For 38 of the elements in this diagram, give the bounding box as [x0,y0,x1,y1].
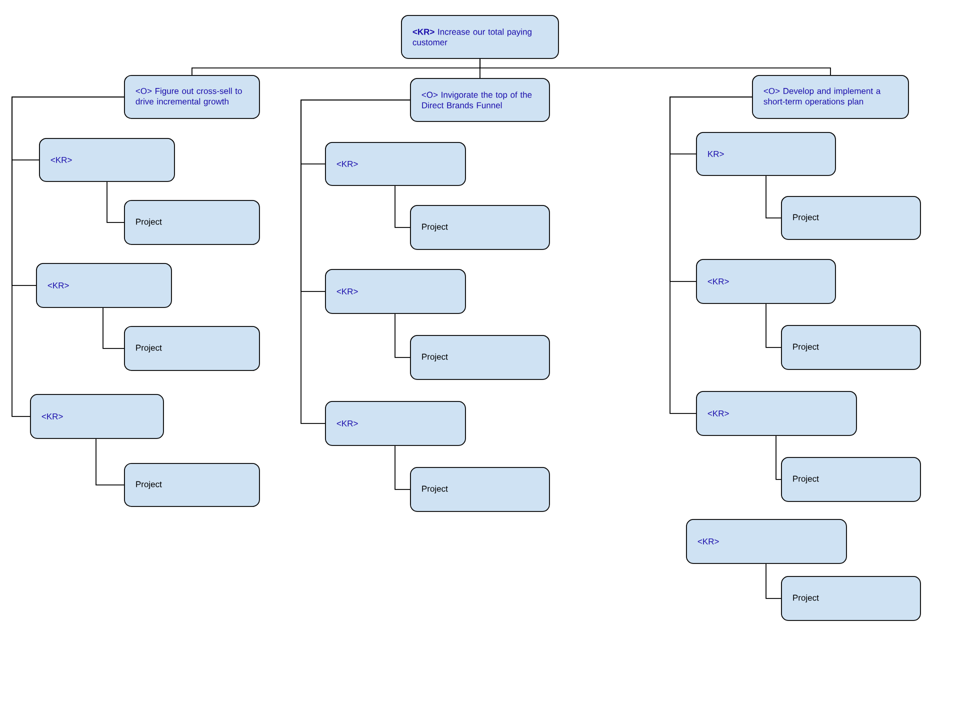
connector-line [394,313,410,358]
key-result-box: <KR> [696,259,836,304]
connector-line [480,58,831,76]
project-box: Project [781,457,921,502]
objective-box: <O> Figure out cross-sell to drive incremental growth [124,75,260,119]
key-result-box: <KR> [30,394,164,439]
key-result-box: <KR> [325,142,466,186]
key-result-box: <KR> [686,519,847,564]
key-result-box: <KR> [325,269,466,314]
project-box: Project [124,326,260,371]
project-box: Project [124,200,260,245]
project-box: Project [410,335,550,380]
connector-line [96,438,124,486]
key-result-box: <KR> [696,391,857,436]
connector-line [394,445,410,490]
key-result-box: KR> [696,132,836,176]
project-box: Project [781,576,921,621]
project-box: Project [410,205,550,250]
project-box: Project [124,463,260,507]
connector-line [106,181,124,223]
key-result-box: <KR> Increase our total paying customer [401,15,559,59]
connector-line [766,563,782,599]
connector-line [394,185,410,228]
key-result-box: <KR> [36,263,172,308]
key-result-box: <KR> [325,401,466,446]
connector-line [776,435,782,480]
project-box: Project [781,196,921,240]
connector-line [102,307,124,349]
project-box: Project [410,467,550,512]
key-result-box: <KR> [39,138,175,182]
objective-box: <O> Invigorate the top of the Direct Brands Funnel [410,78,550,122]
connector-line [300,100,410,424]
connector-line [766,175,782,218]
connector-line [766,303,782,348]
objective-box: <O> Develop and implement a short-term operations plan [752,75,909,119]
connector-line [12,96,124,417]
project-box: Project [781,325,921,370]
connector-line [670,96,752,414]
